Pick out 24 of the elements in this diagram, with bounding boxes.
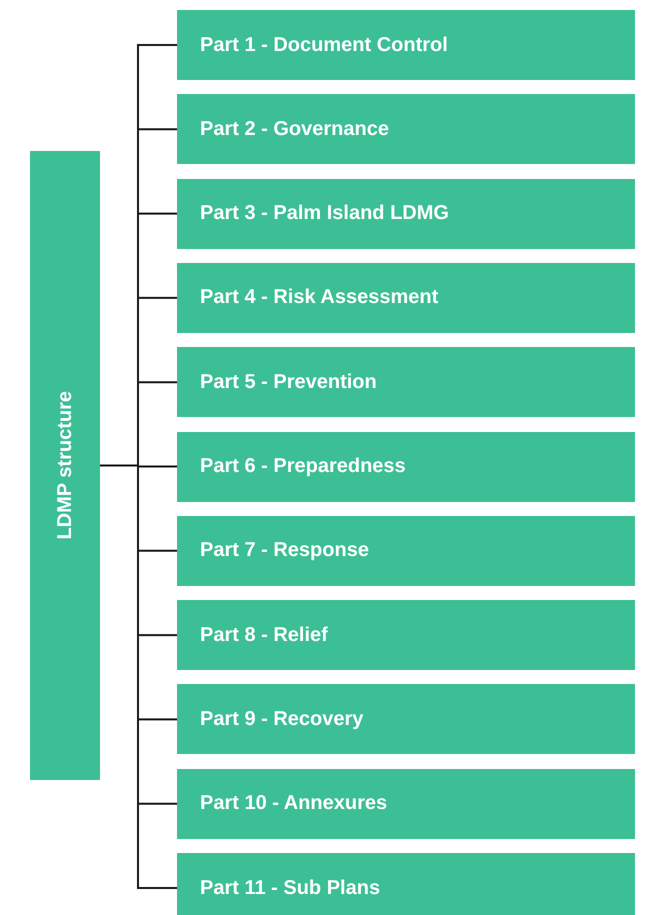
- section-box: [177, 768, 635, 839]
- section-box: [177, 684, 635, 754]
- box-label: Part 9 - Recovery: [200, 708, 364, 731]
- section-box: [177, 516, 635, 586]
- box-label: Part 7 - Response: [200, 539, 369, 562]
- section-box: [177, 853, 635, 915]
- box-label: Part 4 - Risk Assessment: [200, 286, 438, 310]
- box-label: Part 1 - Document Control: [200, 34, 448, 56]
- section-box: [177, 432, 635, 502]
- root-box: [30, 151, 100, 780]
- section-box: [177, 600, 635, 670]
- box-label: Part 2 - Governance: [200, 118, 389, 141]
- box-label: LDMP structure: [54, 391, 76, 540]
- box-label: Part 6 - Preparedness: [200, 455, 406, 478]
- box-label: Part 8 - Relief: [200, 624, 328, 647]
- section-box: [177, 94, 635, 164]
- section-box: [177, 10, 635, 80]
- section-box: [177, 178, 635, 249]
- box-label: Part 11 - Sub Plans: [200, 876, 380, 900]
- section-box: [177, 347, 635, 418]
- box-label: Part 10 - Annexures: [200, 792, 388, 816]
- box-label: Part 5 - Prevention: [200, 370, 377, 394]
- box-label: Part 3 - Palm Island LDMG: [200, 202, 449, 226]
- section-box: [177, 262, 635, 333]
